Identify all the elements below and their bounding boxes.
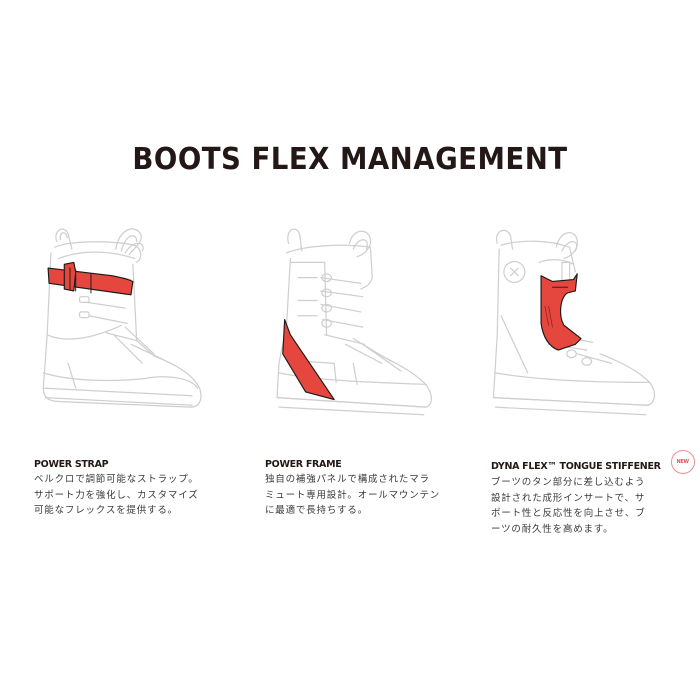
feature-title: DYNA FLEX™ TONGUE STIFFENER [491, 460, 661, 472]
feature-power-strap: POWER STRAP ベルクロで調節可能なストラップ。 サポート力を強化し、カ… [34, 458, 254, 519]
description-line: ブーツのタン部分に差し込むよう [491, 477, 646, 488]
description-line: サポート力を強化し、カスタマイズ [34, 489, 199, 501]
feature-power-frame: POWER FRAME 独自の補強パネルで構成されたマラ ミュート専用設計。オー… [265, 458, 485, 519]
description-line: に最適で長持ちする。 [265, 505, 369, 516]
boot-power-strap-illustration [30, 218, 230, 423]
feature-tongue-stiffener: DYNA FLEX™ TONGUE STIFFENER NEW ブーツのタン部分… [491, 450, 696, 537]
boot-power-frame-illustration [258, 218, 458, 423]
feature-description: 独自の補強パネルで構成されたマラ ミュート専用設計。オールマウンテン に最適で長… [265, 472, 485, 519]
feature-title: POWER FRAME [265, 459, 342, 470]
feature-title-row: DYNA FLEX™ TONGUE STIFFENER NEW [491, 450, 696, 474]
description-line: ミュート専用設計。オールマウンテン [265, 489, 441, 501]
description-line: 可能なフレックスを提供する。 [34, 505, 178, 516]
description-line: ベルクロで調節可能なストラップ。 [34, 474, 199, 485]
new-badge: NEW [670, 450, 695, 474]
description-line: ーツの耐久性を高めます。 [491, 523, 614, 535]
description-line: 設計された成形インサートで、サ [491, 492, 646, 504]
feature-description: ブーツのタン部分に差し込むよう 設計された成形インサートで、サ ポート性と反応性… [491, 475, 696, 537]
feature-description: ベルクロで調節可能なストラップ。 サポート力を強化し、カスタマイズ 可能なフレッ… [34, 472, 254, 519]
boot-tongue-stiffener-illustration [482, 218, 682, 423]
feature-title: POWER STRAP [34, 459, 109, 470]
page-title: BOOTS FLEX MANAGEMENT [132, 142, 568, 177]
description-line: ポート性と反応性を向上させ、ブ [491, 508, 646, 519]
description-line: 独自の補強パネルで構成されたマラ [265, 474, 430, 485]
